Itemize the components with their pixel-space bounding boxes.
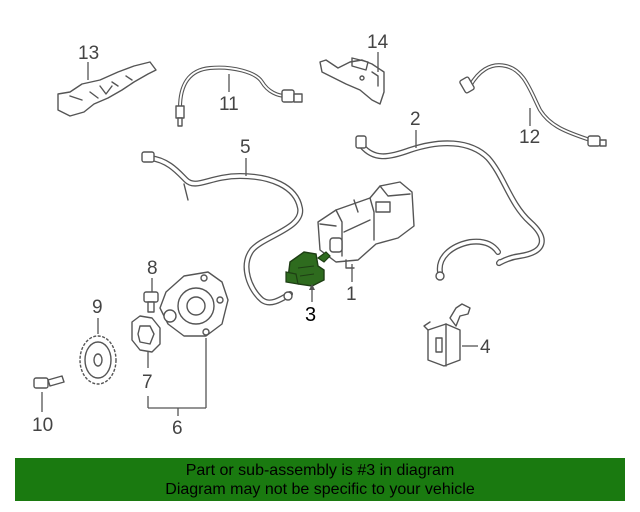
part-11-oxygen-sensor[interactable] [175,65,303,127]
callout-14: 14 [367,32,389,53]
callout-6: 6 [172,418,183,439]
callout-13: 13 [78,43,99,64]
part-3-bracket [285,271,299,285]
part-4-solenoid[interactable] [423,303,471,367]
part-8-bolt[interactable] [143,291,159,313]
callout-4: 4 [480,337,491,358]
callout-5: 5 [240,137,251,158]
part-2-vacuum-hose[interactable] [355,135,545,281]
banner-line-1: Part or sub-assembly is #3 in diagram [185,461,455,479]
callout-8: 8 [147,258,158,279]
callout-1: 1 [346,284,357,305]
callout-3: 3 [305,304,316,326]
leader-3-arrow [309,284,315,290]
callout-7: 7 [142,372,153,393]
callout-12: 12 [519,127,540,148]
callout-9: 9 [92,297,103,318]
part-1-canister[interactable] [317,181,415,269]
part-9-sprocket[interactable] [79,335,117,385]
part-12-oxygen-sensor[interactable] [459,63,607,147]
part-3-port [316,251,331,263]
parts-diagram: 13 14 11 12 5 [32,32,607,439]
part-6-vacuum-pump[interactable] [159,271,229,337]
info-banner: Part or sub-assembly is #3 in diagram Di… [15,458,625,501]
part-14-bracket[interactable] [319,57,385,105]
part-13-heat-shield[interactable] [57,61,157,117]
banner-line-2: Diagram may not be specific to your vehi… [165,480,475,498]
callout-10: 10 [32,415,53,436]
part-5-vacuum-hose[interactable] [141,151,304,306]
part-7-gasket[interactable] [131,315,161,353]
callout-11: 11 [219,94,239,115]
callout-2: 2 [410,109,421,130]
part-3-purge-valve[interactable] [285,251,331,287]
part-10-bolt[interactable] [33,375,65,389]
